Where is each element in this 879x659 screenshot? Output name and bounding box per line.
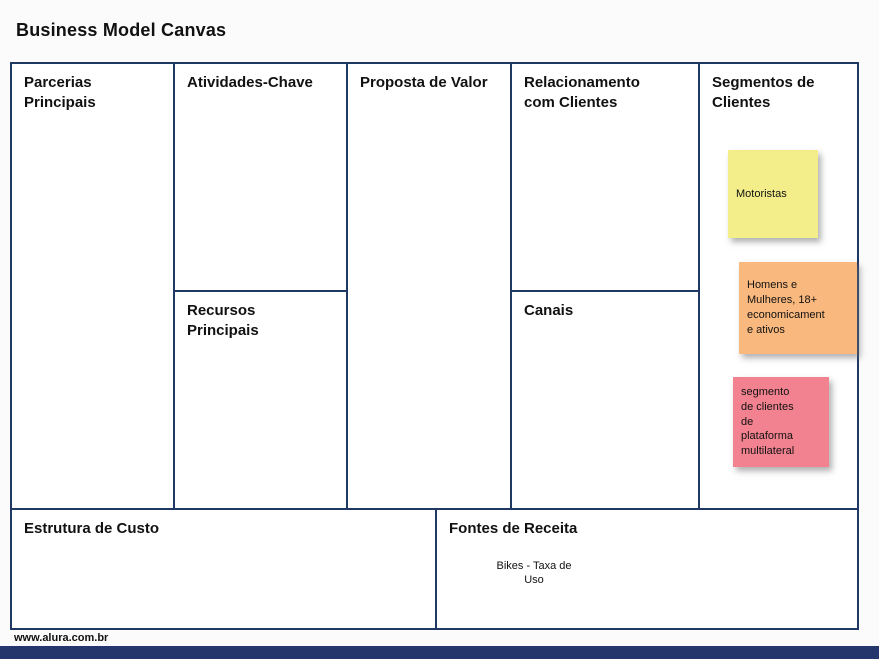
section-fontes-de-receita: Fontes de Receita Bikes - Taxa de Uso [437, 510, 857, 628]
column-atividades-recursos: Atividades-Chave Recursos Principais [175, 64, 348, 508]
canvas-grid: Parcerias Principais Atividades-Chave Re… [10, 62, 859, 630]
section-label-segmentos: Segmentos de Clientes [712, 74, 815, 111]
sticky-note-motoristas[interactable]: Motoristas [728, 150, 818, 238]
section-label-recursos: Recursos Principais [187, 302, 259, 339]
section-estrutura-de-custo: Estrutura de Custo [12, 510, 437, 628]
section-label-proposta: Proposta de Valor [360, 74, 488, 91]
bottom-accent-bar [0, 646, 879, 659]
sticky-note-text: Motoristas [736, 187, 787, 200]
sticky-note-text: segmento de clientes de plataforma multi… [741, 385, 795, 458]
sticky-note-publico-alvo[interactable]: Homens e Mulheres, 18+ economicament e a… [739, 262, 857, 354]
page-title: Business Model Canvas [16, 20, 227, 40]
section-segmentos-de-clientes: Segmentos de Clientes [700, 64, 857, 508]
section-atividades-chave: Atividades-Chave [175, 64, 346, 292]
section-relacionamento-com-clientes: Relacionamento com Clientes [512, 64, 698, 292]
footer-url: www.alura.com.br [14, 632, 109, 644]
column-relacionamento-canais: Relacionamento com Clientes Canais [512, 64, 700, 508]
section-label-parcerias: Parcerias Principais [24, 74, 96, 111]
section-label-relacionamento: Relacionamento com Clientes [524, 74, 640, 111]
section-label-estrutura: Estrutura de Custo [24, 520, 160, 537]
section-label-atividades: Atividades-Chave [187, 74, 313, 91]
sticky-note-segmento-plataforma[interactable]: segmento de clientes de plataforma multi… [733, 377, 829, 467]
section-label-fontes: Fontes de Receita [449, 520, 578, 537]
sticky-note-text: Homens e Mulheres, 18+ economicament e a… [747, 279, 825, 336]
section-canais: Canais [512, 292, 698, 508]
note-bikes-taxa-de-uso: Bikes - Taxa de Uso [496, 559, 572, 587]
canvas-bottom-row: Estrutura de Custo Fontes de Receita Bik… [12, 508, 857, 628]
section-label-canais: Canais [524, 302, 574, 319]
section-recursos-principais: Recursos Principais [175, 292, 346, 508]
section-proposta-de-valor: Proposta de Valor [348, 64, 512, 508]
canvas-top-row: Parcerias Principais Atividades-Chave Re… [12, 64, 857, 508]
section-parcerias-principais: Parcerias Principais [12, 64, 175, 508]
